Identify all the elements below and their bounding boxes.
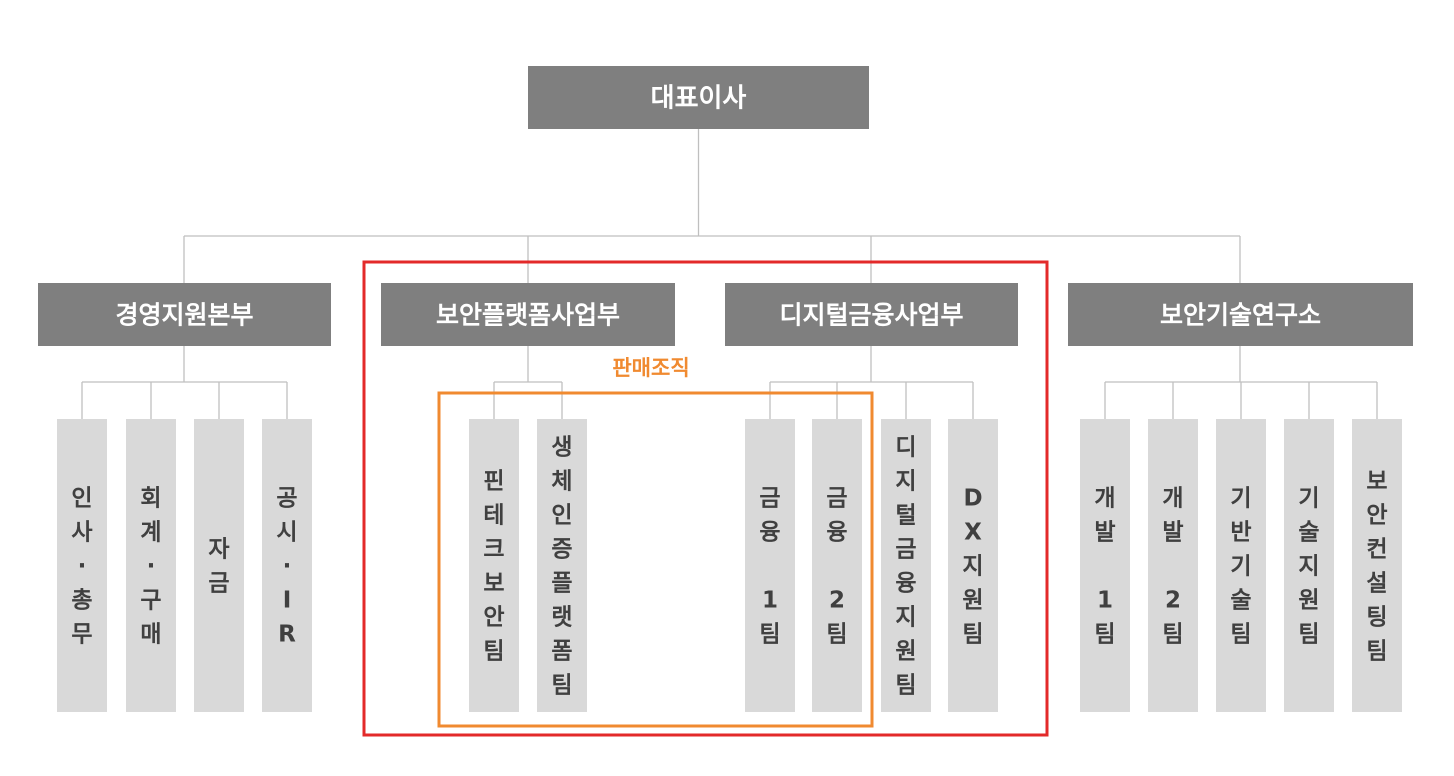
division-box-mgmt [38, 283, 331, 346]
division-box-lab [1068, 283, 1413, 346]
group-frames: 판매조직 [362, 260, 1049, 737]
team-box [469, 419, 519, 712]
team-box [1216, 419, 1266, 712]
sales-organization-label: 판매조직 [612, 356, 689, 380]
division-label-digifin: 디지털금융사업부 [779, 301, 963, 330]
division-label-secplat: 보안플랫폼사업부 [436, 301, 620, 330]
team-box [126, 419, 176, 712]
team-box [812, 419, 862, 712]
business-divisions-frame [362, 260, 1049, 737]
division-box-secplat [381, 283, 675, 346]
team-box [1284, 419, 1334, 712]
ceo-label: 대표이사 [651, 84, 747, 114]
ceo-box [528, 66, 869, 129]
team-box [194, 419, 244, 712]
team-box [262, 419, 312, 712]
sales-organization-frame [437, 391, 874, 728]
connector-lines [81, 129, 1378, 419]
team-box [1080, 419, 1130, 712]
team-box [948, 419, 998, 712]
team-box [1352, 419, 1402, 712]
team-box [1148, 419, 1198, 712]
team-box [57, 419, 107, 712]
team-box [745, 419, 795, 712]
division-box-digifin [725, 283, 1018, 346]
division-label-lab: 보안기술연구소 [1160, 301, 1321, 330]
team-box [537, 419, 587, 712]
division-label-mgmt: 경영지원본부 [115, 301, 253, 330]
team-box [881, 419, 931, 712]
